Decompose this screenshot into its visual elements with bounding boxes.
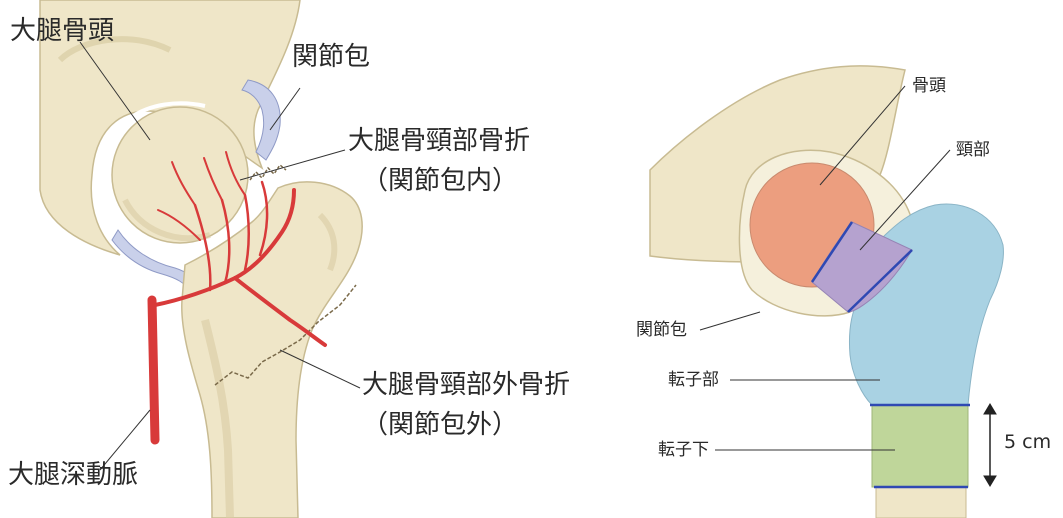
label-joint-capsule-left: 関節包	[292, 44, 370, 70]
label-intracapsular-note: （関節包内）	[362, 168, 518, 194]
label-joint-capsule-right: 関節包	[636, 322, 687, 339]
label-neck: 頸部	[956, 142, 990, 159]
right-5cm-arrow	[984, 404, 996, 486]
label-head: 骨頭	[912, 78, 946, 95]
label-femoral-head: 大腿骨頭	[10, 18, 114, 44]
right-femoral-shaft	[876, 487, 966, 518]
label-subtrochanteric: 転子下	[658, 442, 709, 459]
label-5cm: 5 cm	[1004, 433, 1051, 452]
right-subtrochanteric-region	[872, 405, 968, 487]
left-figure	[40, 0, 362, 518]
label-deep-femoral-artery: 大腿深動脈	[8, 462, 138, 488]
label-extracapsular-note: （関節包外）	[362, 412, 518, 438]
label-intracapsular-fracture: 大腿骨頸部骨折	[348, 128, 530, 154]
label-trochanteric: 転子部	[668, 372, 719, 389]
label-extracapsular-fracture: 大腿骨頸部外骨折	[362, 372, 570, 398]
